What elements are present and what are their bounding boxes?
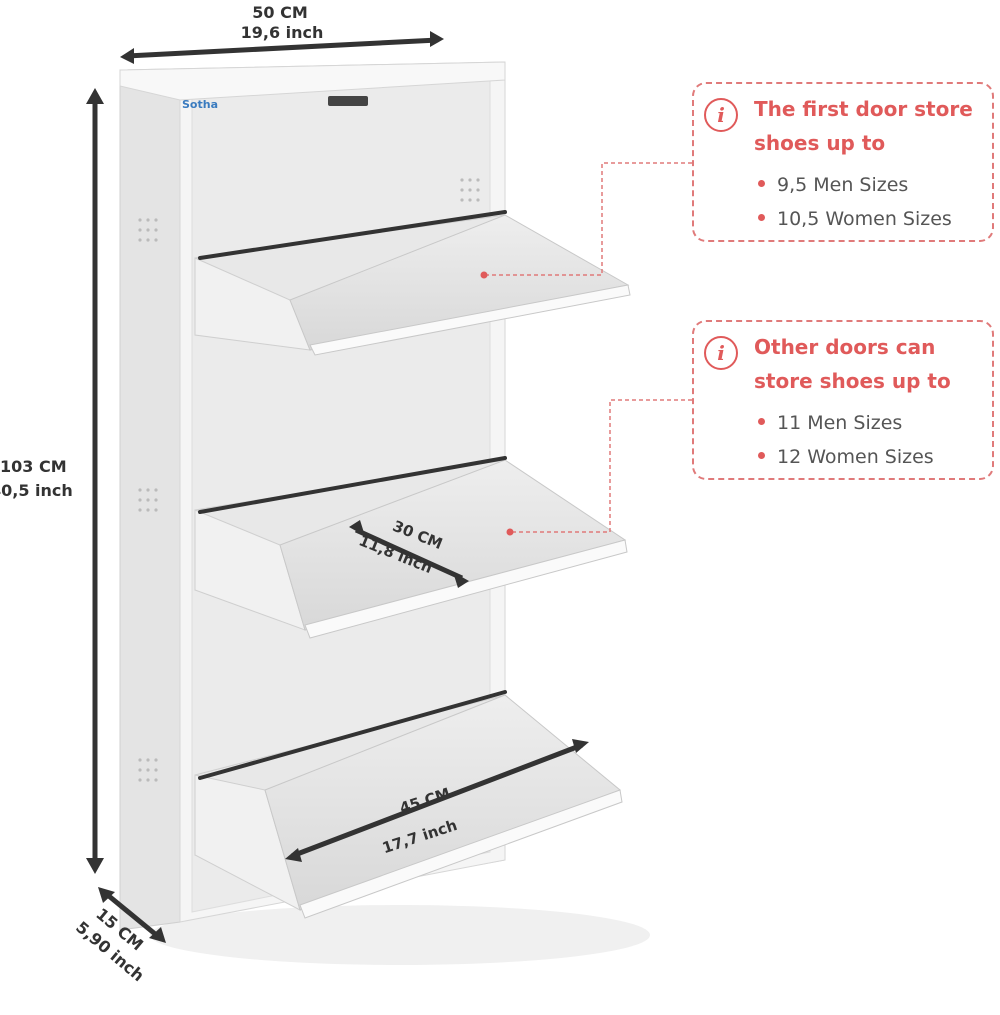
width-inch-label: 19,6 inch [241,23,324,42]
list-item: 12 Women Sizes [758,440,934,474]
info-box-list: 9,5 Men Sizes 10,5 Women Sizes [758,168,952,236]
info-icon: i [704,98,738,132]
info-box-first-door: i The first door store shoes up to 9,5 M… [692,82,994,242]
shoe-tray-2 [194,456,628,639]
bullet-icon [758,452,765,459]
floor-shadow [150,905,650,965]
shoe-tray-1 [194,210,631,356]
bullet-icon [758,180,765,187]
dimension-arrows [86,31,589,943]
shoe-tray-3 [194,690,623,919]
bullet-icon [758,418,765,425]
list-item: 11 Men Sizes [758,406,934,440]
brand-logo: Sotha [182,98,218,111]
list-item: 10,5 Women Sizes [758,202,952,236]
info-icon: i [704,336,738,370]
callout-connectors [484,162,692,533]
info-box-other-doors: i Other doors can store shoes up to 11 M… [692,320,994,480]
info-box-title: Other doors can store shoes up to [754,335,951,393]
info-box-list: 11 Men Sizes 12 Women Sizes [758,406,934,474]
bullet-icon [758,214,765,221]
callout-point-2 [506,528,514,536]
info-box-title: The first door store shoes up to [754,97,973,155]
width-cm-label: 50 CM [252,3,308,22]
callout-point-1 [480,271,488,279]
list-item: 9,5 Men Sizes [758,168,952,202]
height-cm-label: 103 CM [0,457,67,476]
height-inch-label: 40,5 inch [0,481,73,500]
